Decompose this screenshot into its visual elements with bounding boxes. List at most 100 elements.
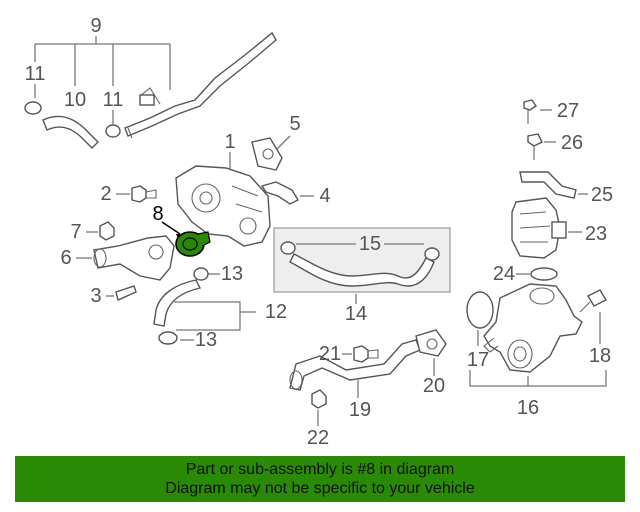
callout-7[interactable]: 7 [70,221,81,243]
o-ring-24[interactable] [530,267,558,281]
callout-27[interactable]: 27 [557,100,579,122]
callout-11-right[interactable]: 11 [103,89,124,111]
hose-clamp-15-left[interactable] [280,241,296,255]
banner-line-1: Part or sub-assembly is #8 in diagram [185,461,455,478]
gasket-group-5: 5 [251,113,301,171]
hose-group-12: 13 13 12 [153,263,287,351]
pump-hub [199,191,213,205]
housing-group-16: 17 18 16 [466,283,611,419]
callout-11-left[interactable]: 11 [25,63,46,85]
gasket-5-hole [262,148,274,160]
o-ring-17[interactable] [466,291,494,329]
hose-clamp-13-top[interactable] [193,267,209,281]
housing-16-nipple [483,337,499,353]
callout-16[interactable]: 16 [517,397,539,419]
callout-25[interactable]: 25 [591,184,613,206]
bracket-group-4: 4 [260,181,331,207]
water-outlet-6[interactable] [93,235,175,281]
gasket-20-hole [426,338,438,350]
coolant-hose-12[interactable] [153,279,202,327]
coolant-hose-14[interactable] [289,253,435,287]
callout-21[interactable]: 21 [319,343,341,365]
hose-group-14: 15 14 [273,227,451,325]
actuator-group: 27 26 25 23 [511,99,613,259]
leader-8 [161,221,181,235]
gasket-5[interactable] [251,137,283,171]
hose-clamp-15-right[interactable] [424,247,440,261]
housing-16-outlet [507,339,533,369]
callout-8[interactable]: 8 [152,203,163,225]
bolt-27[interactable] [523,99,537,111]
thermostat-8-flange [197,231,211,247]
bolt-2-shank [145,189,157,199]
bracket-4[interactable] [260,181,299,205]
outlet-group-6: 6 [60,235,175,281]
callout-13-bottom[interactable]: 13 [195,329,217,351]
hose-clamp-11[interactable] [24,101,42,115]
pin-3[interactable] [115,285,137,301]
pump-ribs [231,185,263,213]
bolt-21-shank [367,349,379,359]
coolant-pipe-9[interactable] [124,31,277,137]
coolant-hose-10[interactable] [42,115,99,149]
callout-5[interactable]: 5 [289,113,300,135]
callout-26[interactable]: 26 [561,132,583,154]
callout-15[interactable]: 15 [359,233,381,255]
temp-sensor-18[interactable] [587,289,607,307]
leader-8-arrow [176,234,180,238]
hose-clamp-13-bottom[interactable] [158,331,178,345]
pipe-19-flange [289,370,303,390]
pipe-bracket [127,87,161,139]
pipe-bracket-plate [139,94,155,106]
callout-9[interactable]: 9 [90,15,101,37]
actuator-23-connector [551,221,567,239]
callout-4[interactable]: 4 [319,185,330,207]
bolt-21[interactable] [353,345,369,363]
callout-19[interactable]: 19 [349,399,371,421]
parts-diagram: 9 11 10 11 1 2 5 [24,15,613,449]
callout-6[interactable]: 6 [60,247,71,269]
thermostat-8-core [182,237,198,251]
callout-22[interactable]: 22 [307,427,329,449]
callout-14[interactable]: 14 [345,303,367,325]
pump-impeller-outline [191,183,221,213]
oring-group-24: 24 [493,263,558,285]
bolt-26[interactable] [527,133,543,147]
nut-22[interactable] [311,389,327,409]
housing-16-outlet-inner [513,346,527,362]
actuator-23-detail [519,211,551,243]
callout-12[interactable]: 12 [265,301,287,323]
leader-12 [174,301,256,331]
callout-24[interactable]: 24 [493,263,515,285]
callout-23[interactable]: 23 [585,223,607,245]
banner-line-2: Diagram may not be specific to your vehi… [165,480,475,497]
outlet-6-flange-hole [148,244,164,260]
callout-13-top[interactable]: 13 [221,263,243,285]
leader-9 [34,36,171,90]
callout-1[interactable]: 1 [224,131,235,153]
callout-2[interactable]: 2 [100,183,111,205]
info-banner: Part or sub-assembly is #8 in diagram Di… [15,456,625,502]
callout-20[interactable]: 20 [423,375,445,397]
pipe-group-19: 19 21 20 22 [289,329,447,449]
nut-group-7: 7 [70,221,115,243]
actuator-23[interactable] [511,197,561,259]
callout-17[interactable]: 17 [467,349,489,371]
pump-outlet [239,217,257,235]
bracket-25[interactable] [519,171,577,199]
leader-5 [275,135,291,151]
callout-3[interactable]: 3 [90,285,101,307]
thermostat-group-8: 8 [152,203,211,257]
thermostat-housing-16[interactable] [483,283,583,373]
hose-assembly-group-9: 9 11 10 11 [24,15,277,149]
callout-10[interactable]: 10 [64,89,86,111]
gasket-20[interactable] [415,329,447,357]
bolt-2-head[interactable] [131,185,147,203]
callout-18[interactable]: 18 [589,345,611,367]
outlet-6-port [93,248,107,268]
hose-clamp-11b[interactable] [105,124,121,138]
bolt-group-2: 2 [100,183,157,205]
water-pump-group: 1 [175,131,271,247]
nut-7[interactable] [99,221,115,241]
